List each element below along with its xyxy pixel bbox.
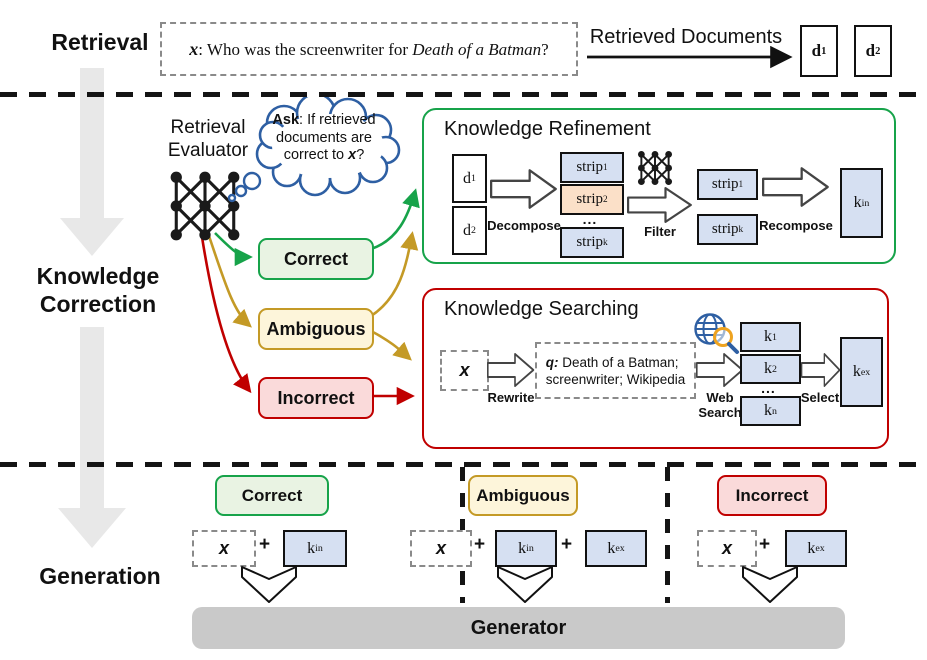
verdict-incorrect-badge: Incorrect <box>258 377 374 419</box>
plus-sign: + <box>759 534 771 555</box>
knowledge-searching-title: Knowledge Searching <box>444 298 639 320</box>
filter-label: Filter <box>644 224 676 239</box>
section-label-generation: Generation <box>39 563 161 589</box>
separator-retrieval-correction <box>0 92 927 97</box>
generation-col1-x-box: x <box>192 530 256 567</box>
arrow-evaluator-to-incorrect <box>200 236 252 394</box>
verdict-correct-badge: Correct <box>258 238 374 280</box>
decompose-label: Decompose <box>487 218 561 233</box>
query-box: x: Who was the screenwriter for Death of… <box>160 22 578 76</box>
select-arrow-icon <box>801 353 841 387</box>
query-x-symbol: x <box>189 38 199 59</box>
filter-arrow-icon <box>627 187 692 223</box>
thought-bubble-text: Ask: If retrieved documents are correct … <box>272 112 376 163</box>
verdict-ambiguous-badge: Ambiguous <box>258 308 374 350</box>
section-label-knowledge-correction: Knowledge Correction <box>36 263 160 317</box>
flow-arrow-correction-to-generation <box>58 327 126 548</box>
retrieval-evaluator-label: Retrieval Evaluator <box>167 117 249 161</box>
select-label: Select <box>800 390 840 405</box>
plus-sign: + <box>561 534 573 555</box>
recompose-label: Recompose <box>759 218 833 233</box>
section-label-retrieval: Retrieval <box>51 29 149 55</box>
web-search-arrow-icon <box>696 353 744 387</box>
query-text: x: Who was the screenwriter for Death of… <box>189 38 549 59</box>
searching-x-box: x <box>440 350 489 391</box>
web-search-globe-icon <box>694 313 739 354</box>
plus-sign: + <box>259 534 271 555</box>
generation-col3-x-box: x <box>697 530 757 567</box>
filter-network-icon <box>637 150 673 186</box>
retrieved-documents-label: Retrieved Documents <box>589 26 783 48</box>
plus-sign: + <box>474 534 486 555</box>
arrow-ambiguous-to-searching <box>370 329 412 361</box>
strips-ellipsis: ... <box>582 211 598 227</box>
generation-correct-badge: Correct <box>215 475 329 516</box>
generation-ambiguous-badge: Ambiguous <box>468 475 578 516</box>
generator-bar: Generator <box>192 607 845 649</box>
knowledge-refinement-title: Knowledge Refinement <box>444 118 651 140</box>
generation-col2-x-box: x <box>410 530 472 567</box>
knowledge-searching-panel: Knowledge Searching x Rewrite q: Death o… <box>422 288 889 449</box>
recompose-arrow-icon <box>762 167 829 207</box>
arrow-evaluator-to-ambiguous <box>207 235 252 328</box>
decompose-arrow-icon <box>490 169 557 209</box>
k-ellipsis: ... <box>761 380 776 396</box>
arrow-ambiguous-to-refinement <box>370 231 419 318</box>
rewritten-query-box: q: Death of a Batman; screenwriter; Wiki… <box>535 342 696 399</box>
web-search-label: Web Search <box>698 390 742 420</box>
generation-incorrect-badge: Incorrect <box>717 475 827 516</box>
rewrite-label: Rewrite <box>487 390 535 405</box>
arrow-correct-to-refinement <box>370 188 420 251</box>
separator-correction-generation <box>0 462 927 467</box>
rewrite-arrow-icon <box>487 353 535 387</box>
arrow-evaluator-to-correct <box>214 232 253 267</box>
generation-divider-2 <box>665 467 670 603</box>
flow-arrow-retrieval-to-correction <box>60 68 124 256</box>
